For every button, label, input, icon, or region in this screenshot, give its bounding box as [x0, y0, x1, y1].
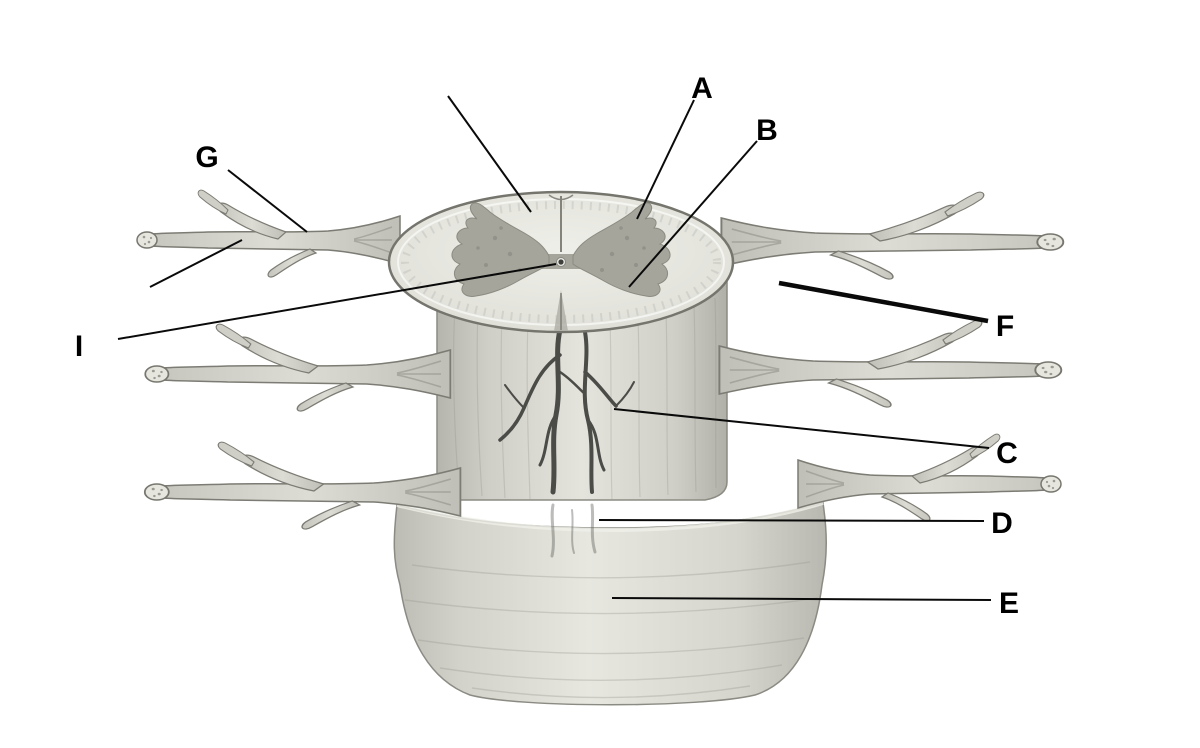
sheath-striations: [404, 561, 819, 699]
cord-fiber-texture: [453, 297, 717, 500]
dura-cut-rim: [396, 501, 824, 533]
label-g: G: [195, 141, 218, 174]
blood-vessels: [498, 327, 635, 495]
leader-line-i: [117, 263, 557, 340]
leader-line-unlabeled-top: [447, 95, 532, 213]
label-i: I: [75, 330, 83, 363]
leader-line-e: [611, 597, 992, 601]
spinal-nerve-middle-left: [144, 323, 452, 412]
leader-line-a: [636, 99, 695, 220]
spinal-nerve-top-right: [720, 191, 1065, 281]
label-c: C: [996, 437, 1018, 470]
label-a: A: [691, 72, 713, 105]
leader-line-f: [778, 280, 989, 324]
leader-line-d: [598, 519, 985, 522]
spinal-nerve-lower-right: [797, 433, 1062, 522]
vessels-on-sheath: [550, 503, 597, 558]
label-b: B: [756, 114, 778, 147]
label-f: F: [996, 310, 1014, 343]
spinal-cord-body: [436, 274, 728, 501]
cross-section: [387, 190, 735, 334]
leader-line-g: [227, 169, 308, 233]
dural-sheath: [393, 501, 827, 706]
leader-line-unlabeled-left: [149, 239, 243, 288]
label-d: D: [991, 507, 1013, 540]
leader-line-c: [613, 408, 990, 449]
label-e: E: [999, 587, 1019, 620]
leader-lines: [117, 95, 992, 601]
leader-line-b: [628, 140, 758, 288]
white-matter-texture: [401, 201, 721, 323]
central-canal: [558, 259, 564, 265]
spinal-nerve-top-left: [136, 189, 401, 278]
labels: A B G I F C D E: [75, 72, 1019, 620]
